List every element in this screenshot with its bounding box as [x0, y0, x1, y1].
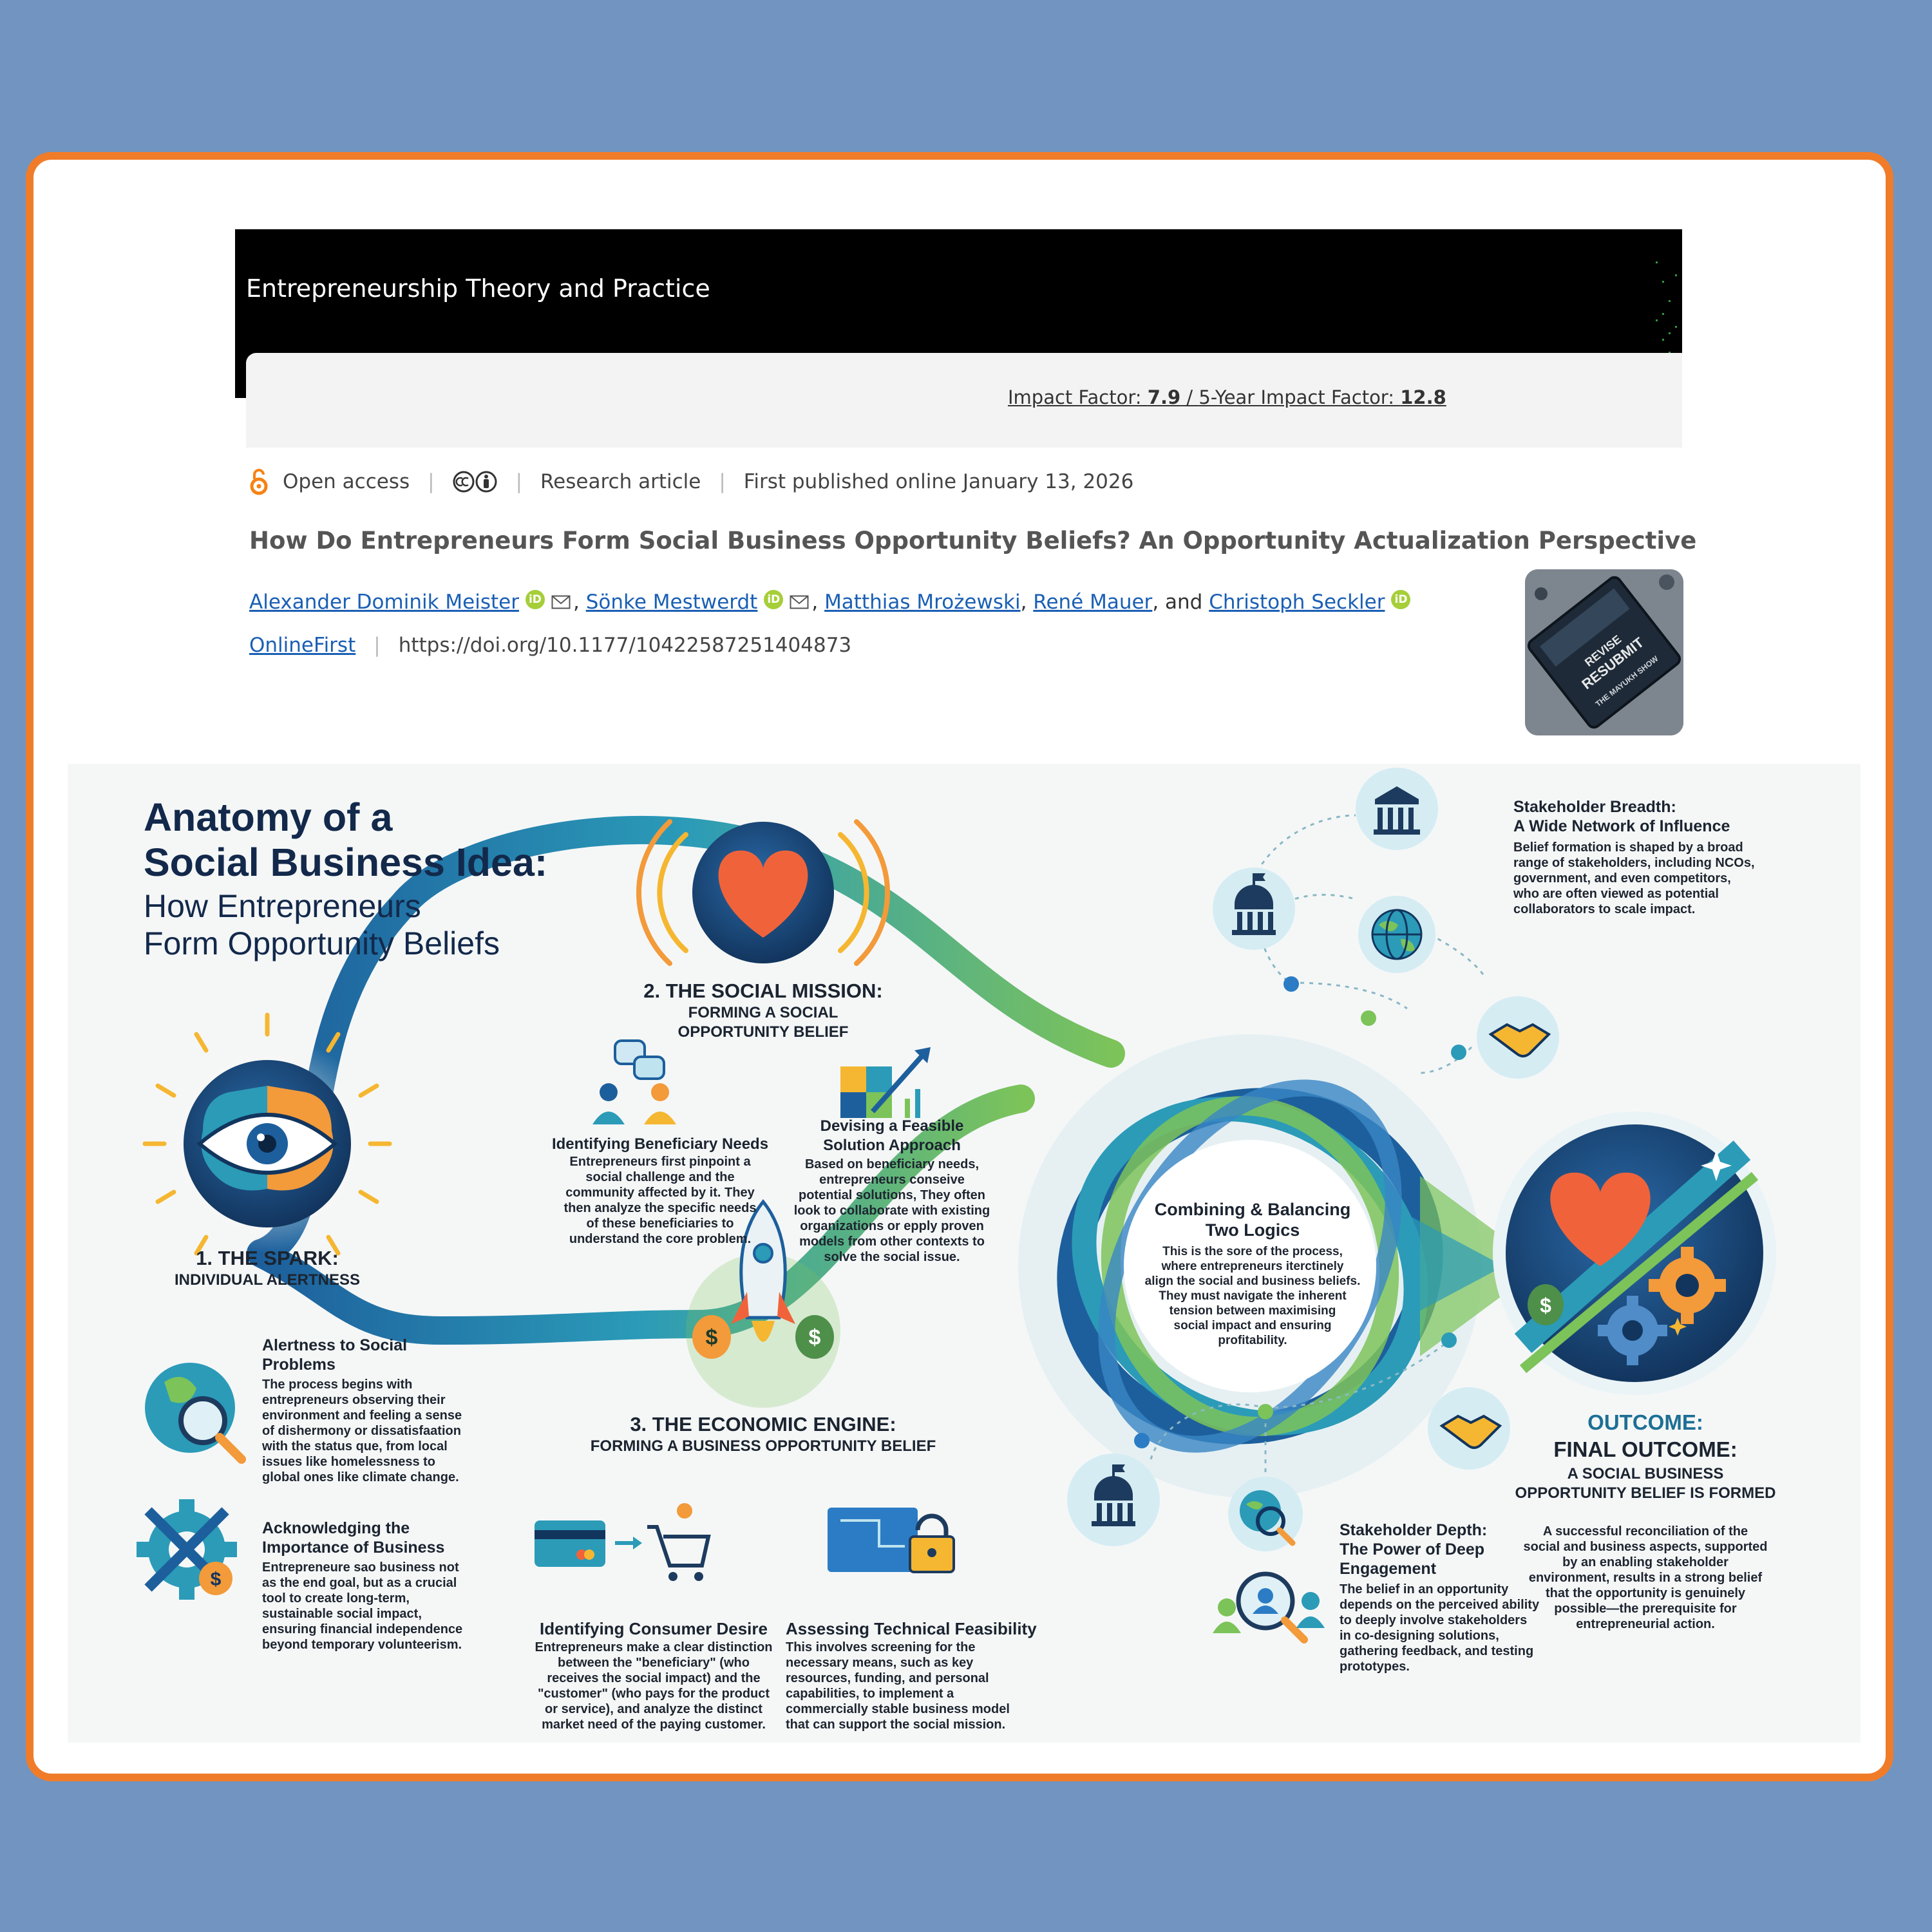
author-link[interactable]: Alexander Dominik Meister	[249, 591, 519, 614]
article-title: How Do Entrepreneurs Form Social Busines…	[249, 527, 1697, 554]
economic-engine-heading: 3. THE ECONOMIC ENGINE:	[630, 1413, 896, 1435]
separator: |	[374, 634, 381, 657]
stakeholder-breadth-title: Stakeholder Breadth:A Wide Network of In…	[1513, 798, 1730, 835]
mail-icon[interactable]	[551, 595, 571, 609]
separator: |	[515, 470, 523, 493]
infographic-subtitle: How Entrepreneurs Form Opportunity Belie…	[144, 888, 500, 961]
solution-approach-body: Based on beneficiary needs,entrepreneurs…	[793, 1157, 990, 1264]
podcast-thumbnail[interactable]: REVISE RESUBMIT THE MAYUKH SHOW	[1525, 569, 1683, 735]
cc-license-icon[interactable]	[453, 470, 498, 493]
combining-body: This is the sore of the process,where en…	[1144, 1245, 1361, 1347]
separator: |	[428, 470, 435, 493]
outcome-label: OUTCOME:	[1587, 1410, 1703, 1434]
author-link[interactable]: Sönke Mestwerdt	[585, 591, 758, 614]
content-card: Entrepreneurship Theory and Practice Imp…	[26, 152, 1893, 1781]
infographic-artwork: $ $ $	[137, 768, 1776, 1643]
article-meta-row: Open access | | Research article | First…	[249, 462, 1133, 501]
social-mission-heading: 2. THE SOCIAL MISSION:	[643, 980, 883, 1002]
article-type: Research article	[540, 470, 701, 493]
impact-factor-link[interactable]: Impact Factor: 7.9 / 5-Year Impact Facto…	[1008, 386, 1446, 408]
economic-ribbon	[247, 1084, 1035, 1345]
separator: |	[719, 470, 726, 493]
publication-date: First published online January 13, 2026	[743, 470, 1134, 493]
infographic-title: Anatomy of a Social Business Idea:	[144, 795, 548, 884]
orcid-icon[interactable]: iD	[1391, 590, 1411, 609]
author-list: Alexander Dominik Meister iD , Sönke Mes…	[249, 590, 1414, 614]
svg-text:$: $	[1540, 1294, 1551, 1317]
doi-row: OnlineFirst | https://doi.org/10.1177/10…	[249, 634, 851, 657]
infographic: $ $ $	[68, 764, 1861, 1743]
svg-text:$: $	[211, 1569, 222, 1590]
orcid-icon[interactable]: iD	[525, 590, 545, 609]
economic-engine-subheading: FORMING A BUSINESS OPPORTUNITY BELIEF	[590, 1437, 936, 1455]
open-access-icon	[250, 469, 268, 495]
online-first-link[interactable]: OnlineFirst	[249, 634, 356, 657]
svg-text:$: $	[809, 1325, 821, 1350]
svg-text:$: $	[706, 1325, 718, 1350]
doi-link[interactable]: https://doi.org/10.1177/1042258725140487…	[398, 634, 852, 657]
impact-factor-bar: Impact Factor: 7.9 / 5-Year Impact Facto…	[246, 353, 1682, 448]
author-link[interactable]: Matthias Mrożewski	[824, 591, 1021, 614]
outcome-heading: FINAL OUTCOME:	[1553, 1437, 1738, 1461]
technical-feasibility-title: Assessing Technical Feasibility	[786, 1619, 1037, 1638]
open-access-label: Open access	[283, 470, 410, 493]
thumbnail-art: REVISE RESUBMIT THE MAYUKH SHOW	[1525, 569, 1683, 735]
spark-heading: 1. THE SPARK:	[196, 1247, 339, 1269]
beneficiary-needs-title: Identifying Beneficiary Needs	[551, 1135, 769, 1153]
author-link[interactable]: René Mauer	[1033, 591, 1153, 614]
mail-icon[interactable]	[790, 595, 809, 609]
journal-name[interactable]: Entrepreneurship Theory and Practice	[246, 274, 710, 303]
spark-subheading: INDIVIDUAL ALERTNESS	[174, 1271, 361, 1289]
orcid-icon[interactable]: iD	[764, 590, 784, 609]
banner-decoration	[1656, 261, 1677, 363]
consumer-desire-title: Identifying Consumer Desire	[540, 1619, 768, 1638]
author-link[interactable]: Christoph Seckler	[1209, 591, 1385, 614]
